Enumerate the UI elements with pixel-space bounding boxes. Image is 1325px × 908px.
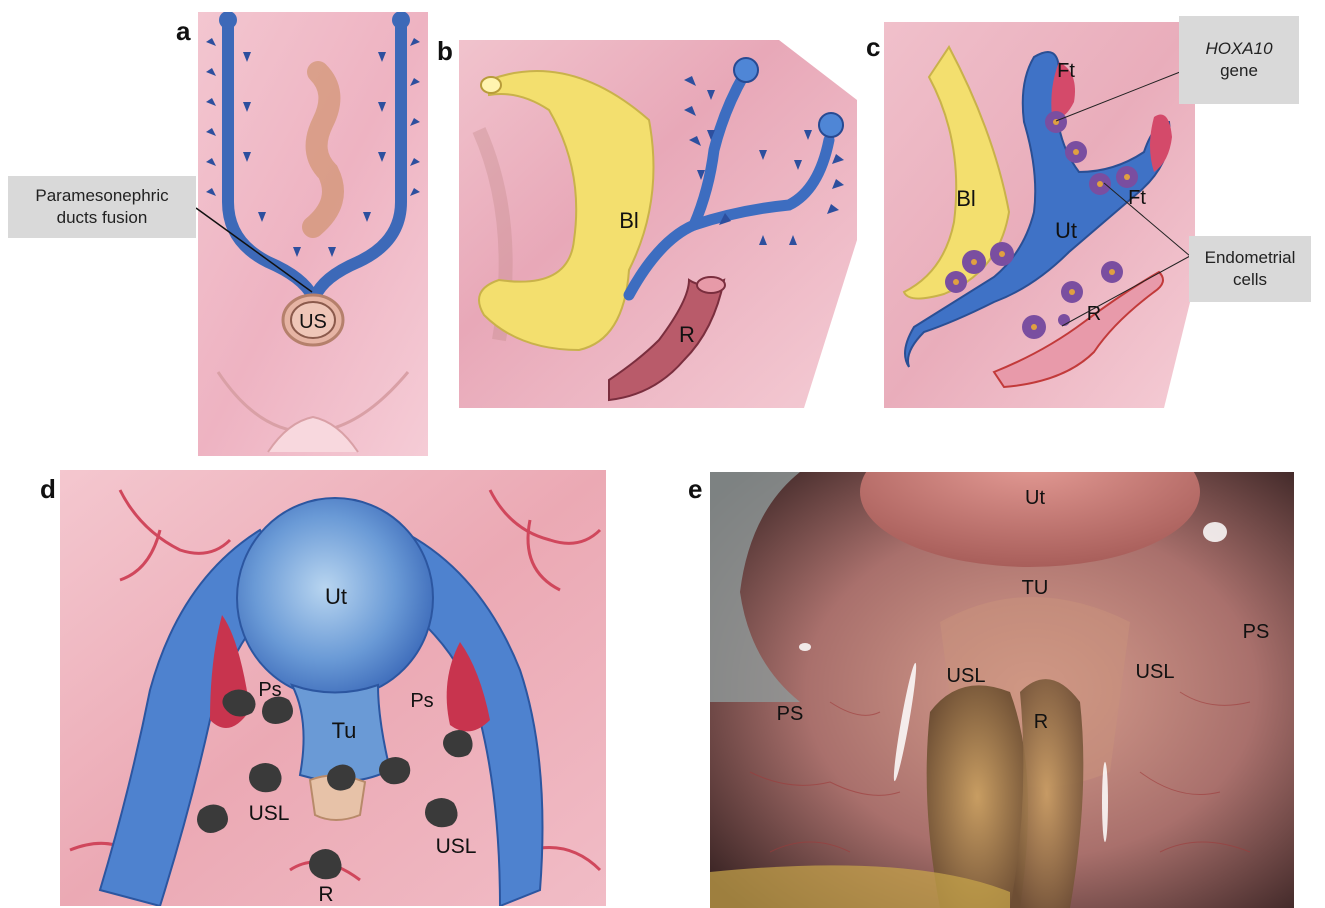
panel-a-illustration: US [198,12,428,456]
callout-endometrial-cells: Endometrial cells [1189,236,1311,302]
callout-endometrial-cells-line1: Endometrial [1205,247,1296,269]
callout-hoxa10: HOXA10 gene [1179,16,1299,104]
panel-b-illustration: Bl R [459,40,857,408]
label-r: R [1034,711,1048,733]
panel-c-illustration: Bl Ft Ft Ut R [884,22,1195,408]
panel-e-photo: Ut TU PS PS USL USL R [710,472,1294,908]
endometrial-cell [1061,281,1083,303]
label-r: R [679,322,695,347]
panel-c: Bl Ft Ft Ut R [884,22,1195,408]
label-ft-right: Ft [1128,187,1146,209]
endometrial-cell [1065,141,1087,163]
panel-a: US [198,12,428,456]
endometrial-cell [945,271,967,293]
callout-ducts-fusion-line2: ducts fusion [57,207,148,229]
label-usl-right: USL [1136,661,1175,683]
panel-c-letter: c [866,34,880,60]
endometrial-cell [1022,315,1046,339]
label-r: R [1087,303,1101,325]
label-bl: Bl [956,186,976,211]
urethra-opening [481,77,501,93]
panel-e: Ut TU PS PS USL USL R [710,472,1294,908]
panel-d-illustration: Ut Tu Ps Ps USL USL R [60,470,606,906]
label-usl-left: USL [947,665,986,687]
label-ft-top: Ft [1057,60,1075,82]
label-ut: Ut [1055,218,1077,243]
panel-b: Bl R [459,40,857,408]
endometrial-cell [1089,173,1111,195]
endometrial-cell [1101,261,1123,283]
callout-hoxa10-gene-name: HOXA10 [1205,38,1272,60]
panel-a-letter: a [176,18,190,44]
label-r: R [318,883,333,906]
label-ps-left: PS [777,703,804,725]
endometrial-cell [1045,111,1067,133]
callout-ducts-fusion-line1: Paramesonephric [35,185,168,207]
label-bl: Bl [619,208,639,233]
label-usl-right: USL [436,835,477,858]
callout-hoxa10-line2: gene [1220,60,1258,82]
callout-ducts-fusion: Paramesonephric ducts fusion [8,176,196,238]
endometrial-cell [1116,166,1138,188]
label-us: US [299,311,327,333]
label-usl-left: USL [249,802,290,825]
left-fimbria-icon [734,58,758,82]
panel-e-letter: e [688,476,702,502]
label-ps-right: PS [1243,621,1270,643]
label-ut: Ut [1025,487,1045,509]
right-fimbria-icon [819,113,843,137]
panel-d-letter: d [40,476,56,502]
label-tu: TU [1022,577,1049,599]
panel-d: Ut Tu Ps Ps USL USL R [60,470,606,906]
label-ut: Ut [325,584,347,609]
callout-endometrial-cells-line2: cells [1233,269,1267,291]
label-ps-right: Ps [410,690,433,712]
endometrial-cell [990,242,1014,266]
endometrial-cell [962,250,986,274]
panel-b-letter: b [437,38,453,64]
label-tu: Tu [332,718,357,743]
endometrial-cell [1058,314,1070,326]
